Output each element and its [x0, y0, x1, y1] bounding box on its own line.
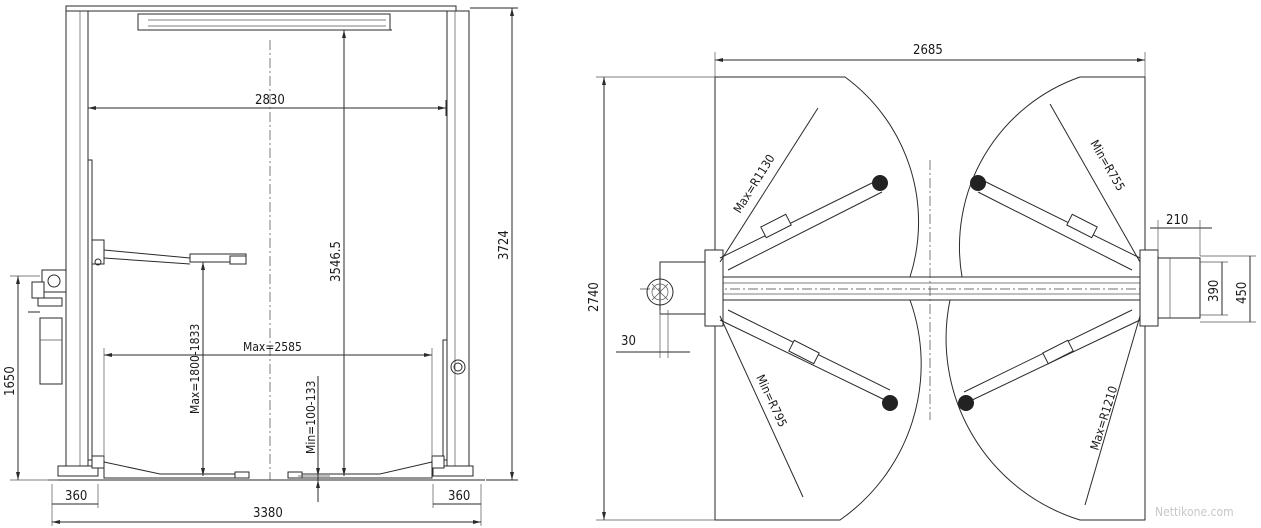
dim-offset: 210 [1166, 213, 1188, 228]
dim-radius-top-left: Max=R1130 [731, 152, 778, 216]
dim-total-height: 3724 [497, 230, 512, 260]
dim-base-left: 360 [65, 489, 87, 504]
dim-swing-width: 2685 [913, 43, 943, 58]
dim-base-right: 360 [448, 489, 470, 504]
dim-column-inner-width: 2830 [255, 93, 285, 108]
top-view: Max=R1130 Min=R755 Min=R795 Max=R1210 26… [587, 43, 1256, 521]
front-view: 2830 3546.5 3724 Max=2585 Max=1800-1833 … [3, 5, 518, 526]
dim-overall-width: 3380 [253, 506, 283, 521]
dim-post-offset: 30 [621, 334, 636, 349]
dim-max-pad-height: Max=1800-1833 [188, 324, 202, 414]
dim-column-inner: 390 [1207, 280, 1222, 302]
dim-swing-depth: 2740 [587, 282, 602, 312]
dim-arm-span: Max=2585 [243, 340, 302, 354]
dim-radius-bottom-right: Max=R1210 [1087, 384, 1120, 452]
dim-column-outer: 450 [1235, 282, 1250, 304]
dim-lift-height: 3546.5 [329, 241, 344, 282]
dim-radius-top-right: Min=R755 [1087, 138, 1127, 194]
dim-min-pad-height: Min=100-133 [304, 381, 318, 454]
power-unit-icon [28, 269, 67, 385]
dim-power-unit-height: 1650 [3, 366, 18, 396]
watermark: Nettikone.com [1155, 505, 1234, 519]
